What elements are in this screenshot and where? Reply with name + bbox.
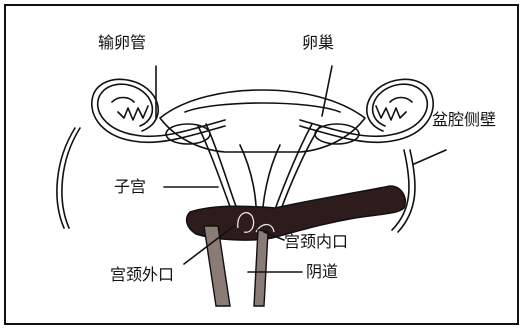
right-fimbriae xyxy=(376,106,406,120)
label-external-os: 宫颈外口 xyxy=(110,266,174,284)
label-ovary: 卵巢 xyxy=(302,34,334,52)
label-pelvic-wall: 盆腔侧壁 xyxy=(432,111,496,129)
left-adnexa xyxy=(92,79,225,144)
broad-ligament xyxy=(160,90,365,152)
right-adnexa xyxy=(300,79,433,144)
label-uterus: 子宫 xyxy=(114,178,146,196)
label-vagina: 阴道 xyxy=(306,263,338,281)
vagina-tube-right xyxy=(254,230,268,306)
label-fallopian-tube: 输卵管 xyxy=(98,34,146,52)
leader-pelvic-wall xyxy=(414,150,446,164)
pelvic-wall-left xyxy=(57,128,80,228)
left-fimbriae xyxy=(118,106,148,120)
label-internal-os: 宫颈内口 xyxy=(284,233,348,251)
